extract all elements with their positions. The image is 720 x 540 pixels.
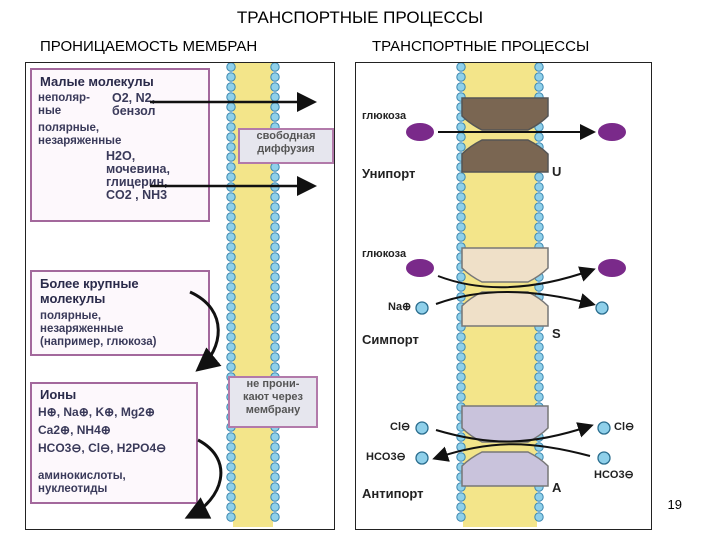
glucose-uniport-right: [598, 123, 626, 141]
polar-items: H2O, мочевина, глицерин, CO2 , NH3: [106, 149, 170, 202]
small-molecules-box: Малые молекулы неполяр- ные O2, N2, бенз…: [30, 68, 210, 222]
glucose-uniport-left: [406, 123, 434, 141]
arrow-larger: [189, 290, 222, 372]
antiport-hco3-right-label: HCO3⊖: [594, 469, 634, 481]
larger-molecules-text: полярные, незаряженные (например, глюкоз…: [40, 310, 157, 348]
ions-heading: Ионы: [40, 387, 77, 402]
hco3-ion-right: [597, 451, 611, 465]
antiport-protein: [461, 405, 549, 487]
antiport-label: Антипорт: [362, 486, 424, 501]
uniport-label: Унипорт: [362, 166, 416, 181]
page-title: ТРАНСПОРТНЫЕ ПРОЦЕССЫ: [236, 8, 484, 27]
larger-molecules-box: Более крупные молекулы полярные, незаряж…: [30, 270, 210, 356]
ions-line-4: аминокислоты, нуклеотиды: [38, 470, 126, 495]
nonpolar-label: неполяр- ные: [38, 92, 90, 117]
symport-label: Симпорт: [362, 332, 419, 347]
na-ion-left: [415, 301, 429, 315]
ions-line-2: Ca2⊕, NH4⊕: [38, 423, 111, 437]
antiport-cl-left-label: Cl⊖: [390, 421, 411, 433]
symport-ion-label: Na⊕: [388, 301, 412, 313]
polar-label: полярные, незаряженные: [38, 122, 122, 147]
arrow-antiport-hco3: [432, 443, 591, 462]
small-molecules-heading: Малые молекулы: [40, 74, 154, 89]
cl-ion-right: [597, 421, 611, 435]
arrow-symport-na: [435, 291, 596, 309]
ions-line-3: HCO3⊖, Cl⊖, H2PO4⊖: [38, 441, 167, 455]
antiport-hco3-left-label: HCO3⊖: [366, 451, 406, 463]
nonpolar-items: O2, N2, бензол: [112, 91, 156, 118]
antiport-cl-right-label: Cl⊖: [614, 421, 635, 433]
uniport-letter: U: [552, 164, 562, 179]
ions-box: Ионы H⊕, Na⊕, K⊕, Mg2⊕ Ca2⊕, NH4⊕ HCO3⊖,…: [30, 382, 198, 504]
lipid-bilayer-left: [226, 63, 280, 527]
antiport-letter: A: [552, 480, 562, 495]
arrow-ions: [184, 438, 223, 519]
symport-substrate-label: глюкоза: [362, 248, 407, 260]
ions-line-1: H⊕, Na⊕, K⊕, Mg2⊕: [38, 405, 155, 419]
page-number: 19: [667, 497, 682, 512]
glucose-symport-right: [598, 259, 626, 277]
na-ion-right: [595, 301, 609, 315]
symport-protein: [461, 247, 549, 327]
left-subtitle: ПРОНИЦАЕМОСТЬ МЕМБРАН: [40, 38, 258, 55]
hco3-ion-left: [415, 451, 429, 465]
right-subtitle: ТРАНСПОРТНЫЕ ПРОЦЕССЫ: [372, 38, 590, 55]
free-diffusion-label: свободная диффузия: [238, 128, 334, 164]
glucose-symport-left: [406, 259, 434, 277]
larger-molecules-heading: Более крупные молекулы: [40, 276, 139, 306]
uniport-substrate-label: глюкоза: [362, 110, 407, 122]
symport-letter: S: [552, 326, 561, 341]
arrow-symport-glucose: [437, 266, 596, 289]
uniport-protein: [461, 97, 549, 173]
not-penetrate-label: не прони- кают через мембрану: [228, 376, 318, 428]
cl-ion-left: [415, 421, 429, 435]
arrow-antiport-cl: [435, 422, 594, 443]
